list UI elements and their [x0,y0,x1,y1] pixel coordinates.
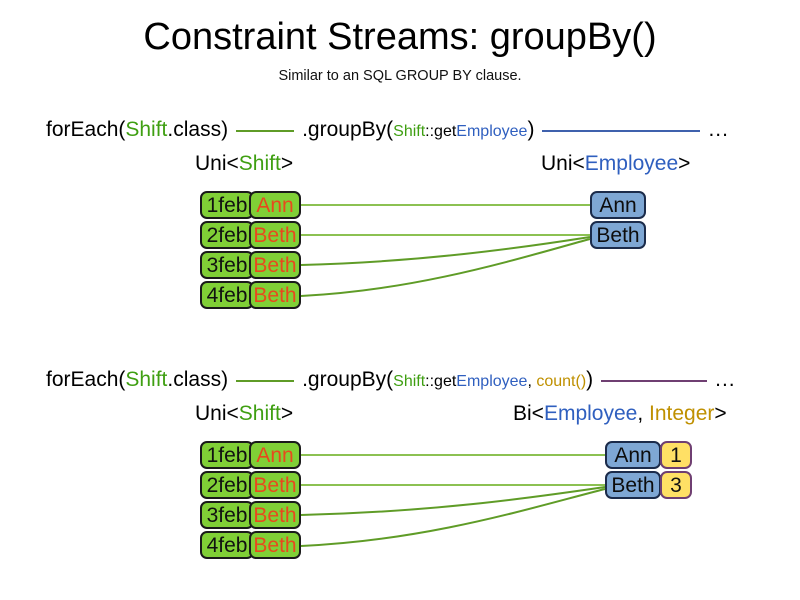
shift-employee-box[interactable]: Beth [249,531,301,559]
foreach-suffix: .class) [167,118,229,141]
page-subtitle: Similar to an SQL GROUP BY clause. [278,68,522,84]
type-generic: Shift [238,402,281,425]
shift-date-box[interactable]: 4feb [200,531,254,559]
pipeline-row-bi: forEach(Shift.class) .groupBy(Shift::get… [0,363,800,397]
link-line-shift-to-group [300,236,591,266]
pipeline-row-uni: forEach(Shift.class) .groupBy(Shift::get… [0,113,800,147]
connector-groupby-to-next-bi [601,380,708,382]
groupby-open: .groupBy( [302,118,394,141]
pipeline-ellipsis-bi: ... [715,368,736,391]
shift-date-box[interactable]: 4feb [200,281,254,309]
pipeline-ellipsis-uni: ... [708,118,729,141]
groupby-close: ) [586,368,594,391]
groupby-close: ) [527,118,535,141]
mapper-property: Employee [456,373,528,390]
foreach-type: Shift [125,118,168,141]
type-prefix: Uni< [195,402,239,425]
link-line-shift-to-group [300,238,591,297]
shift-date-box[interactable]: 1feb [200,191,254,219]
link-line-shift-to-group [300,488,606,547]
connector-groupby-to-next-uni [542,130,701,132]
groupby-expression-bi: .groupBy(Shift::getEmployee, count()) [302,368,593,392]
type-label-right-uni: Uni<Employee> [541,152,690,176]
shift-date-box[interactable]: 3feb [200,501,254,529]
groupby-open: .groupBy( [302,368,394,391]
type-label-left-uni: Uni<Shift> [195,152,293,176]
shift-date-box[interactable]: 2feb [200,221,254,249]
mapper-owner: Shift [393,373,426,390]
shift-employee-box[interactable]: Ann [249,441,301,469]
type-generic: Employee [584,152,679,175]
collector-count: count() [536,373,587,390]
type-suffix: > [714,402,727,425]
group-employee-box[interactable]: Ann [605,441,661,469]
foreach-prefix: forEach( [46,118,126,141]
mapper-owner: Shift [393,123,426,140]
foreach-expression-bi: forEach(Shift.class) [46,368,228,392]
type-separator: , [637,402,649,425]
group-count-box[interactable]: 3 [660,471,692,499]
link-line-shift-to-group [300,486,606,516]
shift-employee-box[interactable]: Beth [249,221,301,249]
connector-foreach-to-groupby-uni [236,130,295,132]
group-employee-box[interactable]: Beth [590,221,646,249]
shift-date-box[interactable]: 3feb [200,251,254,279]
shift-employee-box[interactable]: Beth [249,501,301,529]
type-label-left-bi: Uni<Shift> [195,402,293,426]
type-generic: Shift [238,152,281,175]
type-suffix: > [280,152,294,175]
shift-date-box[interactable]: 1feb [200,441,254,469]
type-prefix: Bi< [513,402,544,425]
mapper-separator: ::get [425,123,457,140]
shift-date-box[interactable]: 2feb [200,471,254,499]
type-suffix: > [280,402,294,425]
type-generic-second: Integer [649,402,715,425]
type-suffix: > [678,152,691,175]
shift-employee-box[interactable]: Beth [249,281,301,309]
shift-employee-box[interactable]: Beth [249,251,301,279]
connector-foreach-to-groupby-bi [236,380,295,382]
foreach-suffix: .class) [167,368,229,391]
shift-employee-box[interactable]: Ann [249,191,301,219]
type-generic: Employee [543,402,638,425]
group-count-box[interactable]: 1 [660,441,692,469]
mapper-separator: ::get [425,373,457,390]
type-label-right-bi: Bi<Employee, Integer> [513,402,727,426]
group-employee-box[interactable]: Beth [605,471,661,499]
mapper-property: Employee [456,123,528,140]
foreach-expression-uni: forEach(Shift.class) [46,118,228,142]
foreach-type: Shift [125,368,168,391]
group-employee-box[interactable]: Ann [590,191,646,219]
collector-separator: , [527,373,537,390]
page-title: Constraint Streams: groupBy() [143,16,657,58]
type-prefix: Uni< [195,152,239,175]
type-prefix: Uni< [541,152,585,175]
foreach-prefix: forEach( [46,368,126,391]
shift-employee-box[interactable]: Beth [249,471,301,499]
groupby-expression-uni: .groupBy(Shift::getEmployee) [302,118,534,142]
